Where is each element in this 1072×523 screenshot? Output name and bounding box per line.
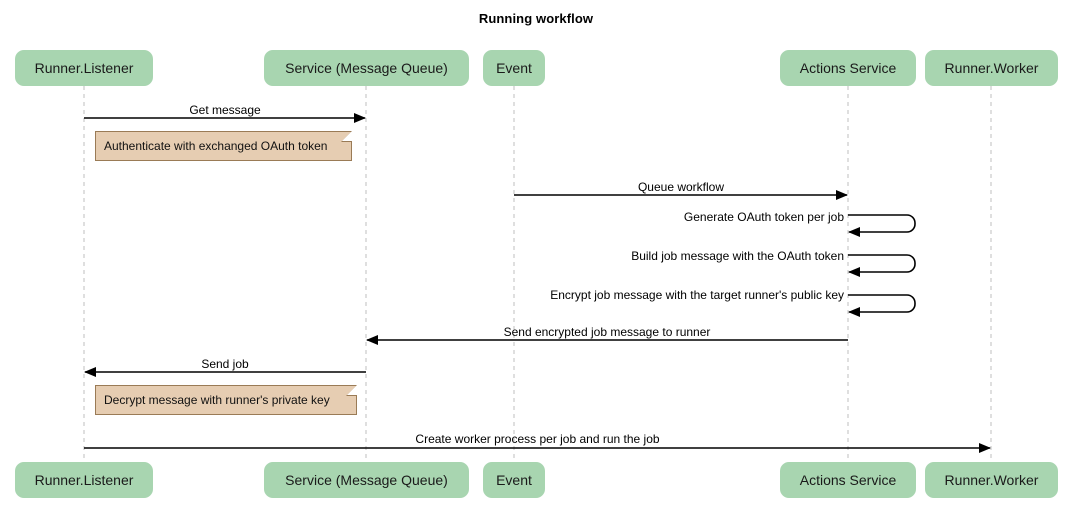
participant-runner-listener-bottom[interactable]: Runner.Listener	[15, 462, 153, 498]
participant-service-message-queue-top[interactable]: Service (Message Queue)	[264, 50, 469, 86]
message-label-build-job-message-with-the-oauth-token: Build job message with the OAuth token	[631, 249, 844, 263]
message-label-send-job: Send job	[201, 357, 249, 371]
note-fold-corner-inner-icon	[347, 385, 357, 395]
note-authenticate-with-exchanged-oauth-token: Authenticate with exchanged OAuth token	[95, 131, 352, 161]
page-title: Running workflow	[478, 11, 594, 26]
message-encrypt-job-message-with-the-target-runners-public-key	[848, 294, 916, 317]
message-label-encrypt-job-message-with-the-target-runners-public-key: Encrypt job message with the target runn…	[550, 288, 844, 302]
participant-actions-service-top[interactable]: Actions Service	[780, 50, 916, 86]
message-generate-oauth-token-per-job	[848, 214, 916, 237]
participant-event-bottom[interactable]: Event	[483, 462, 545, 498]
participant-runner-listener-top[interactable]: Runner.Listener	[15, 50, 153, 86]
message-label-send-encrypted-job-message-to-runner: Send encrypted job message to runner	[503, 325, 711, 339]
message-label-queue-workflow: Queue workflow	[637, 180, 725, 194]
participant-service-message-queue-bottom[interactable]: Service (Message Queue)	[264, 462, 469, 498]
message-label-get-message: Get message	[189, 103, 261, 117]
note-decrypt-message-with-runners-private-key: Decrypt message with runner's private ke…	[95, 385, 357, 415]
note-fold-corner-inner-icon	[342, 131, 352, 141]
note-label-authenticate-with-exchanged-oauth-token: Authenticate with exchanged OAuth token	[104, 139, 328, 153]
message-label-generate-oauth-token-per-job: Generate OAuth token per job	[683, 210, 844, 224]
participant-runner-worker-bottom[interactable]: Runner.Worker	[925, 462, 1058, 498]
note-label-decrypt-message-with-runners-private-key: Decrypt message with runner's private ke…	[104, 393, 330, 407]
messages-group	[84, 113, 991, 453]
message-build-job-message-with-the-oauth-token	[848, 254, 916, 277]
participant-event-top[interactable]: Event	[483, 50, 545, 86]
message-label-create-worker-process-per-job-and-run-the-job: Create worker process per job and run th…	[415, 432, 660, 446]
participant-actions-service-bottom[interactable]: Actions Service	[780, 462, 916, 498]
participant-runner-worker-top[interactable]: Runner.Worker	[925, 50, 1058, 86]
